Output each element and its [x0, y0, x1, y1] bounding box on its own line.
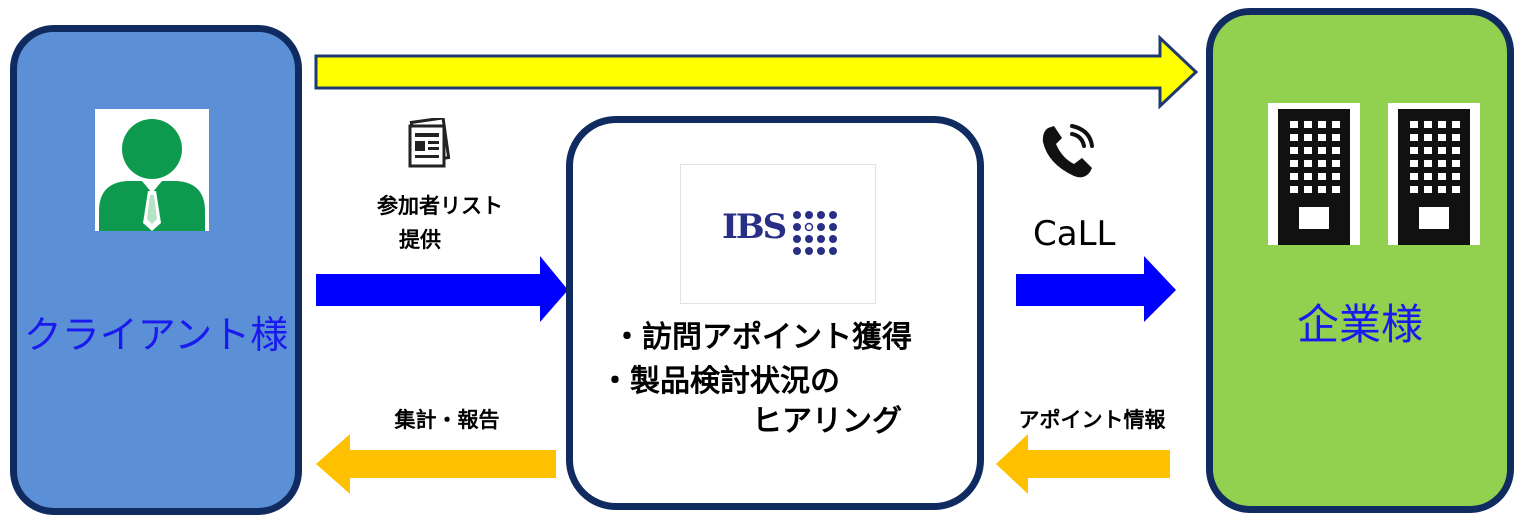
list-provision-label-2: 提供	[399, 228, 441, 252]
yellow-arrow	[314, 34, 1199, 110]
company-label: 企業様	[1296, 300, 1423, 349]
company-box: 企業様	[1206, 8, 1514, 513]
orange-arrow-to-center	[996, 434, 1170, 494]
center-line-visit-appointment: ・訪問アポイント獲得	[612, 320, 912, 355]
blue-arrow-to-company	[1016, 256, 1176, 322]
call-label: CaLL	[1033, 214, 1116, 254]
office-building-icon	[1388, 103, 1480, 245]
office-building-icon	[1268, 103, 1360, 245]
ibs-logo-dot-grid	[793, 211, 837, 255]
list-provision-label-1: 参加者リスト	[377, 194, 503, 218]
phone-call-icon	[1042, 124, 1094, 178]
ibs-logo-text: IBS	[722, 207, 787, 247]
business-person-icon	[95, 109, 209, 231]
center-line-hearing: ヒアリング	[752, 404, 902, 439]
client-label: クライアント様	[23, 313, 289, 357]
blue-arrow-to-center	[316, 256, 568, 322]
center-line-product-status: ・製品検討状況の	[600, 364, 840, 399]
appointment-info-label: アポイント情報	[1018, 408, 1166, 432]
client-box: クライアント様	[10, 25, 302, 515]
document-list-icon	[408, 118, 450, 168]
orange-arrow-to-client	[316, 434, 556, 494]
ibs-logo-card	[680, 164, 876, 304]
report-label: 集計・報告	[394, 408, 500, 432]
